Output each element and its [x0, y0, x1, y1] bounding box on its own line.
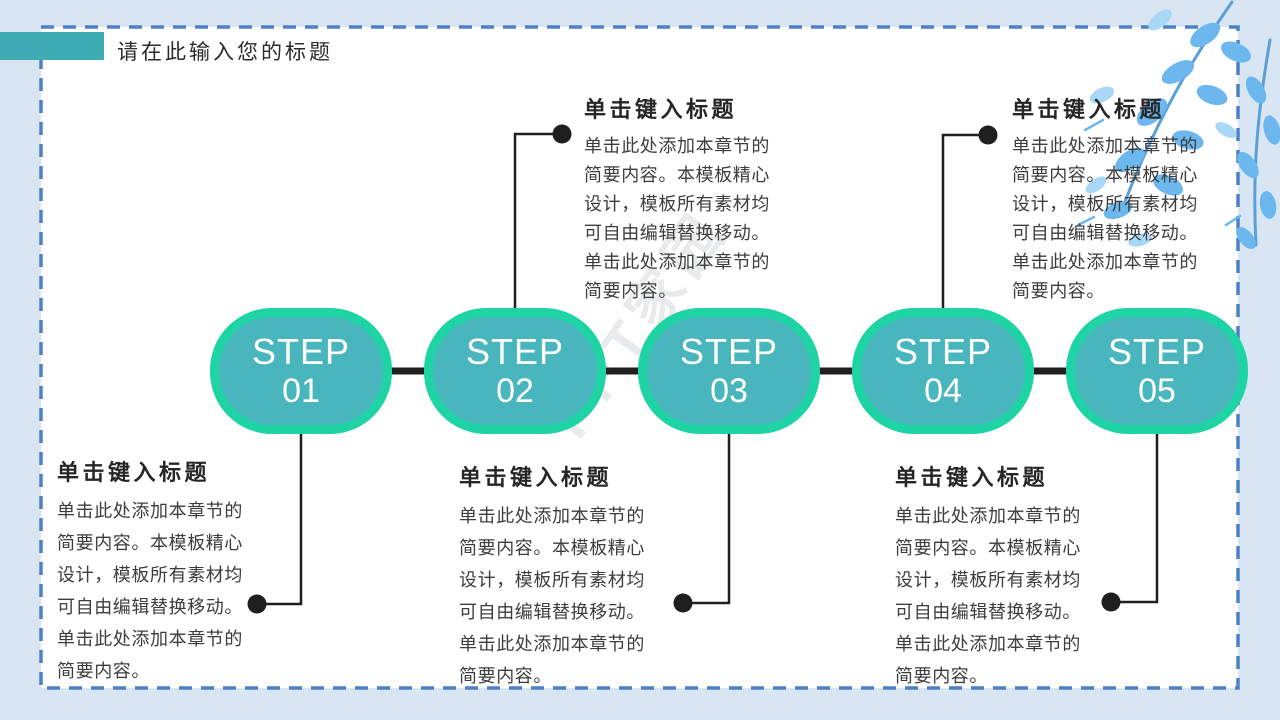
step-number: 02	[496, 372, 534, 410]
block-body: 单击此处添加本章节的 简要内容。本模板精心 设计，模板所有素材均 可自由编辑替换…	[57, 501, 243, 681]
step-label: STEP	[679, 331, 779, 372]
step-number: 05	[1138, 372, 1176, 410]
block-heading: 单击键入标题	[584, 97, 738, 122]
step-oval-5: STEP 05	[1066, 308, 1248, 434]
step-number: 01	[282, 372, 320, 410]
step-label: STEP	[251, 331, 351, 372]
block-heading: 单击键入标题	[1012, 97, 1166, 122]
step-oval-1: STEP 01	[210, 308, 392, 434]
connector-dot	[552, 124, 572, 144]
connector-dot	[1101, 592, 1121, 612]
connector-dot	[978, 125, 998, 145]
connector-step5	[1120, 433, 1159, 604]
step3-text-block: 单击键入标题 单击此处添加本章节的 简要内容。本模板精心 设计，模板所有素材均 …	[459, 460, 677, 692]
block-heading: 单击键入标题	[57, 460, 211, 485]
step-number: 04	[924, 372, 962, 410]
step-label: STEP	[465, 331, 565, 372]
block-heading: 单击键入标题	[895, 465, 1049, 490]
step1-text-block: 单击键入标题 单击此处添加本章节的 简要内容。本模板精心 设计，模板所有素材均 …	[57, 455, 275, 687]
block-body: 单击此处添加本章节的 简要内容。本模板精心 设计，模板所有素材均 可自由编辑替换…	[584, 136, 770, 301]
connector-step2	[513, 132, 553, 308]
title-accent-bar	[0, 32, 104, 60]
step2-text-block: 单击键入标题 单击此处添加本章节的 简要内容。本模板精心 设计，模板所有素材均 …	[584, 92, 802, 306]
step-oval-2: STEP 02	[424, 308, 606, 434]
step-label: STEP	[893, 331, 993, 372]
step-oval-3: STEP 03	[638, 308, 820, 434]
block-body: 单击此处添加本章节的 简要内容。本模板精心 设计，模板所有素材均 可自由编辑替换…	[895, 506, 1081, 686]
connector-step3	[692, 433, 731, 605]
step-label: STEP	[1107, 331, 1207, 372]
connector-dot	[247, 594, 267, 614]
connector-dot	[673, 593, 693, 613]
block-heading: 单击键入标题	[459, 465, 613, 490]
connector-step1	[266, 433, 303, 606]
step-number: 03	[710, 372, 748, 410]
step5-text-block: 单击键入标题 单击此处添加本章节的 简要内容。本模板精心 设计，模板所有素材均 …	[895, 460, 1113, 692]
block-body: 单击此处添加本章节的 简要内容。本模板精心 设计，模板所有素材均 可自由编辑替换…	[1012, 136, 1198, 301]
step-oval-4: STEP 04	[852, 308, 1034, 434]
step4-text-block: 单击键入标题 单击此处添加本章节的 简要内容。本模板精心 设计，模板所有素材均 …	[1012, 92, 1230, 306]
connector-step4	[941, 133, 979, 308]
slide-title: 请在此输入您的标题	[117, 41, 333, 64]
block-body: 单击此处添加本章节的 简要内容。本模板精心 设计，模板所有素材均 可自由编辑替换…	[459, 506, 645, 686]
